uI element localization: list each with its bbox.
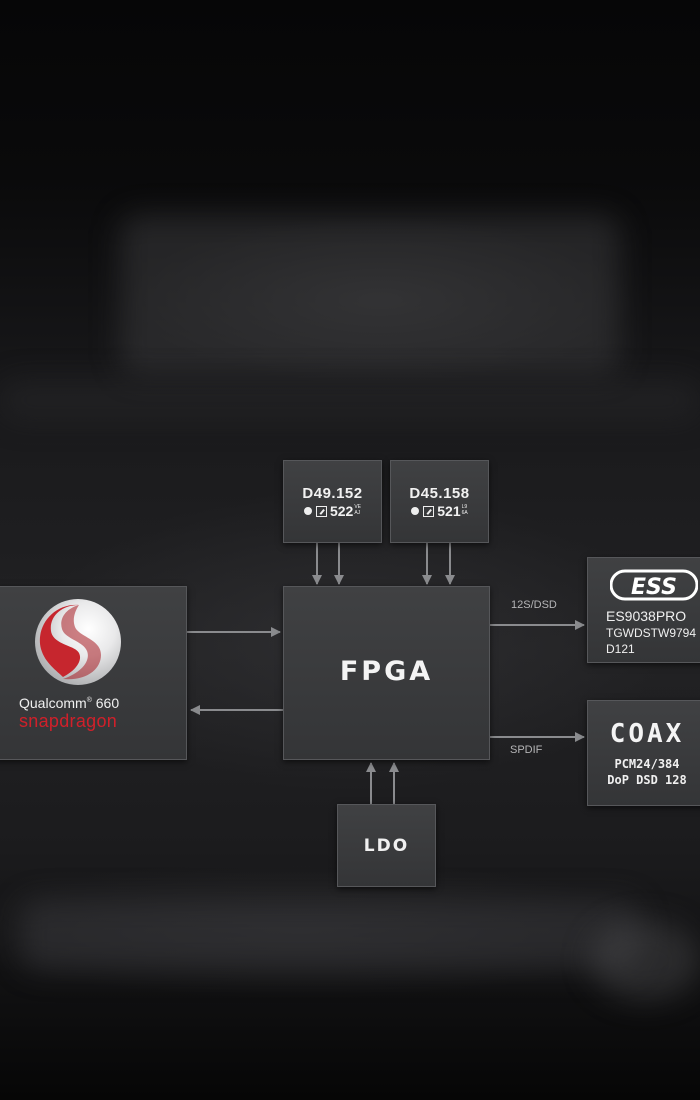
ldo-block: LDO bbox=[337, 804, 436, 887]
soc-brand-line: Qualcomm® 660 bbox=[19, 695, 119, 711]
signal-label-spdif: SPDIF bbox=[510, 744, 543, 756]
clock1-code: 522 bbox=[329, 503, 354, 519]
clock2-sup-bottom: 6A bbox=[461, 510, 468, 516]
clock1-sup-bottom: AJ bbox=[354, 510, 361, 516]
slash-box-icon bbox=[315, 506, 327, 517]
soc-model: 660 bbox=[95, 695, 120, 711]
fpga-label: FPGA bbox=[339, 656, 434, 687]
soc-brand: Qualcomm bbox=[19, 695, 87, 711]
qualcomm-soc-block: Qualcomm® 660 snapdragon bbox=[0, 586, 187, 760]
clock2-code: 521 bbox=[437, 503, 461, 519]
signal-label-i2s: 12S/DSD bbox=[511, 599, 557, 611]
ldo-label: LDO bbox=[363, 836, 410, 856]
dot-icon bbox=[303, 507, 312, 515]
dac-date-code: D121 bbox=[606, 642, 635, 656]
clock1-frequency: D49.152 bbox=[302, 485, 363, 502]
ess-logo-text: ESS bbox=[631, 575, 677, 600]
clock1-sup-top: VE bbox=[354, 504, 362, 510]
slash-box-icon bbox=[423, 506, 435, 517]
soc-product: snapdragon bbox=[19, 711, 118, 731]
registered-mark: ® bbox=[86, 697, 92, 704]
clock2-sup-top: L9 bbox=[461, 504, 468, 510]
coax-dsd-spec: DoP DSD 128 bbox=[607, 773, 687, 787]
dac-lot-code: TGWDSTW9794 bbox=[606, 626, 697, 640]
qualcomm-snapdragon-logo-icon bbox=[35, 599, 121, 685]
dot-icon bbox=[411, 507, 420, 515]
dac-part-number: ES9038PRO bbox=[606, 608, 687, 624]
ess-logo-icon: ESS bbox=[610, 569, 698, 601]
clock2-frequency: D45.158 bbox=[409, 485, 470, 502]
coax-title: COAX bbox=[609, 719, 685, 749]
fpga-block: FPGA bbox=[283, 586, 490, 760]
coax-pcm-spec: PCM24/384 bbox=[614, 757, 680, 771]
dac-chip-block: ESS ES9038PRO TGWDSTW9794 D121 bbox=[587, 557, 700, 663]
coax-output-block: COAX PCM24/384 DoP DSD 128 bbox=[587, 700, 700, 806]
